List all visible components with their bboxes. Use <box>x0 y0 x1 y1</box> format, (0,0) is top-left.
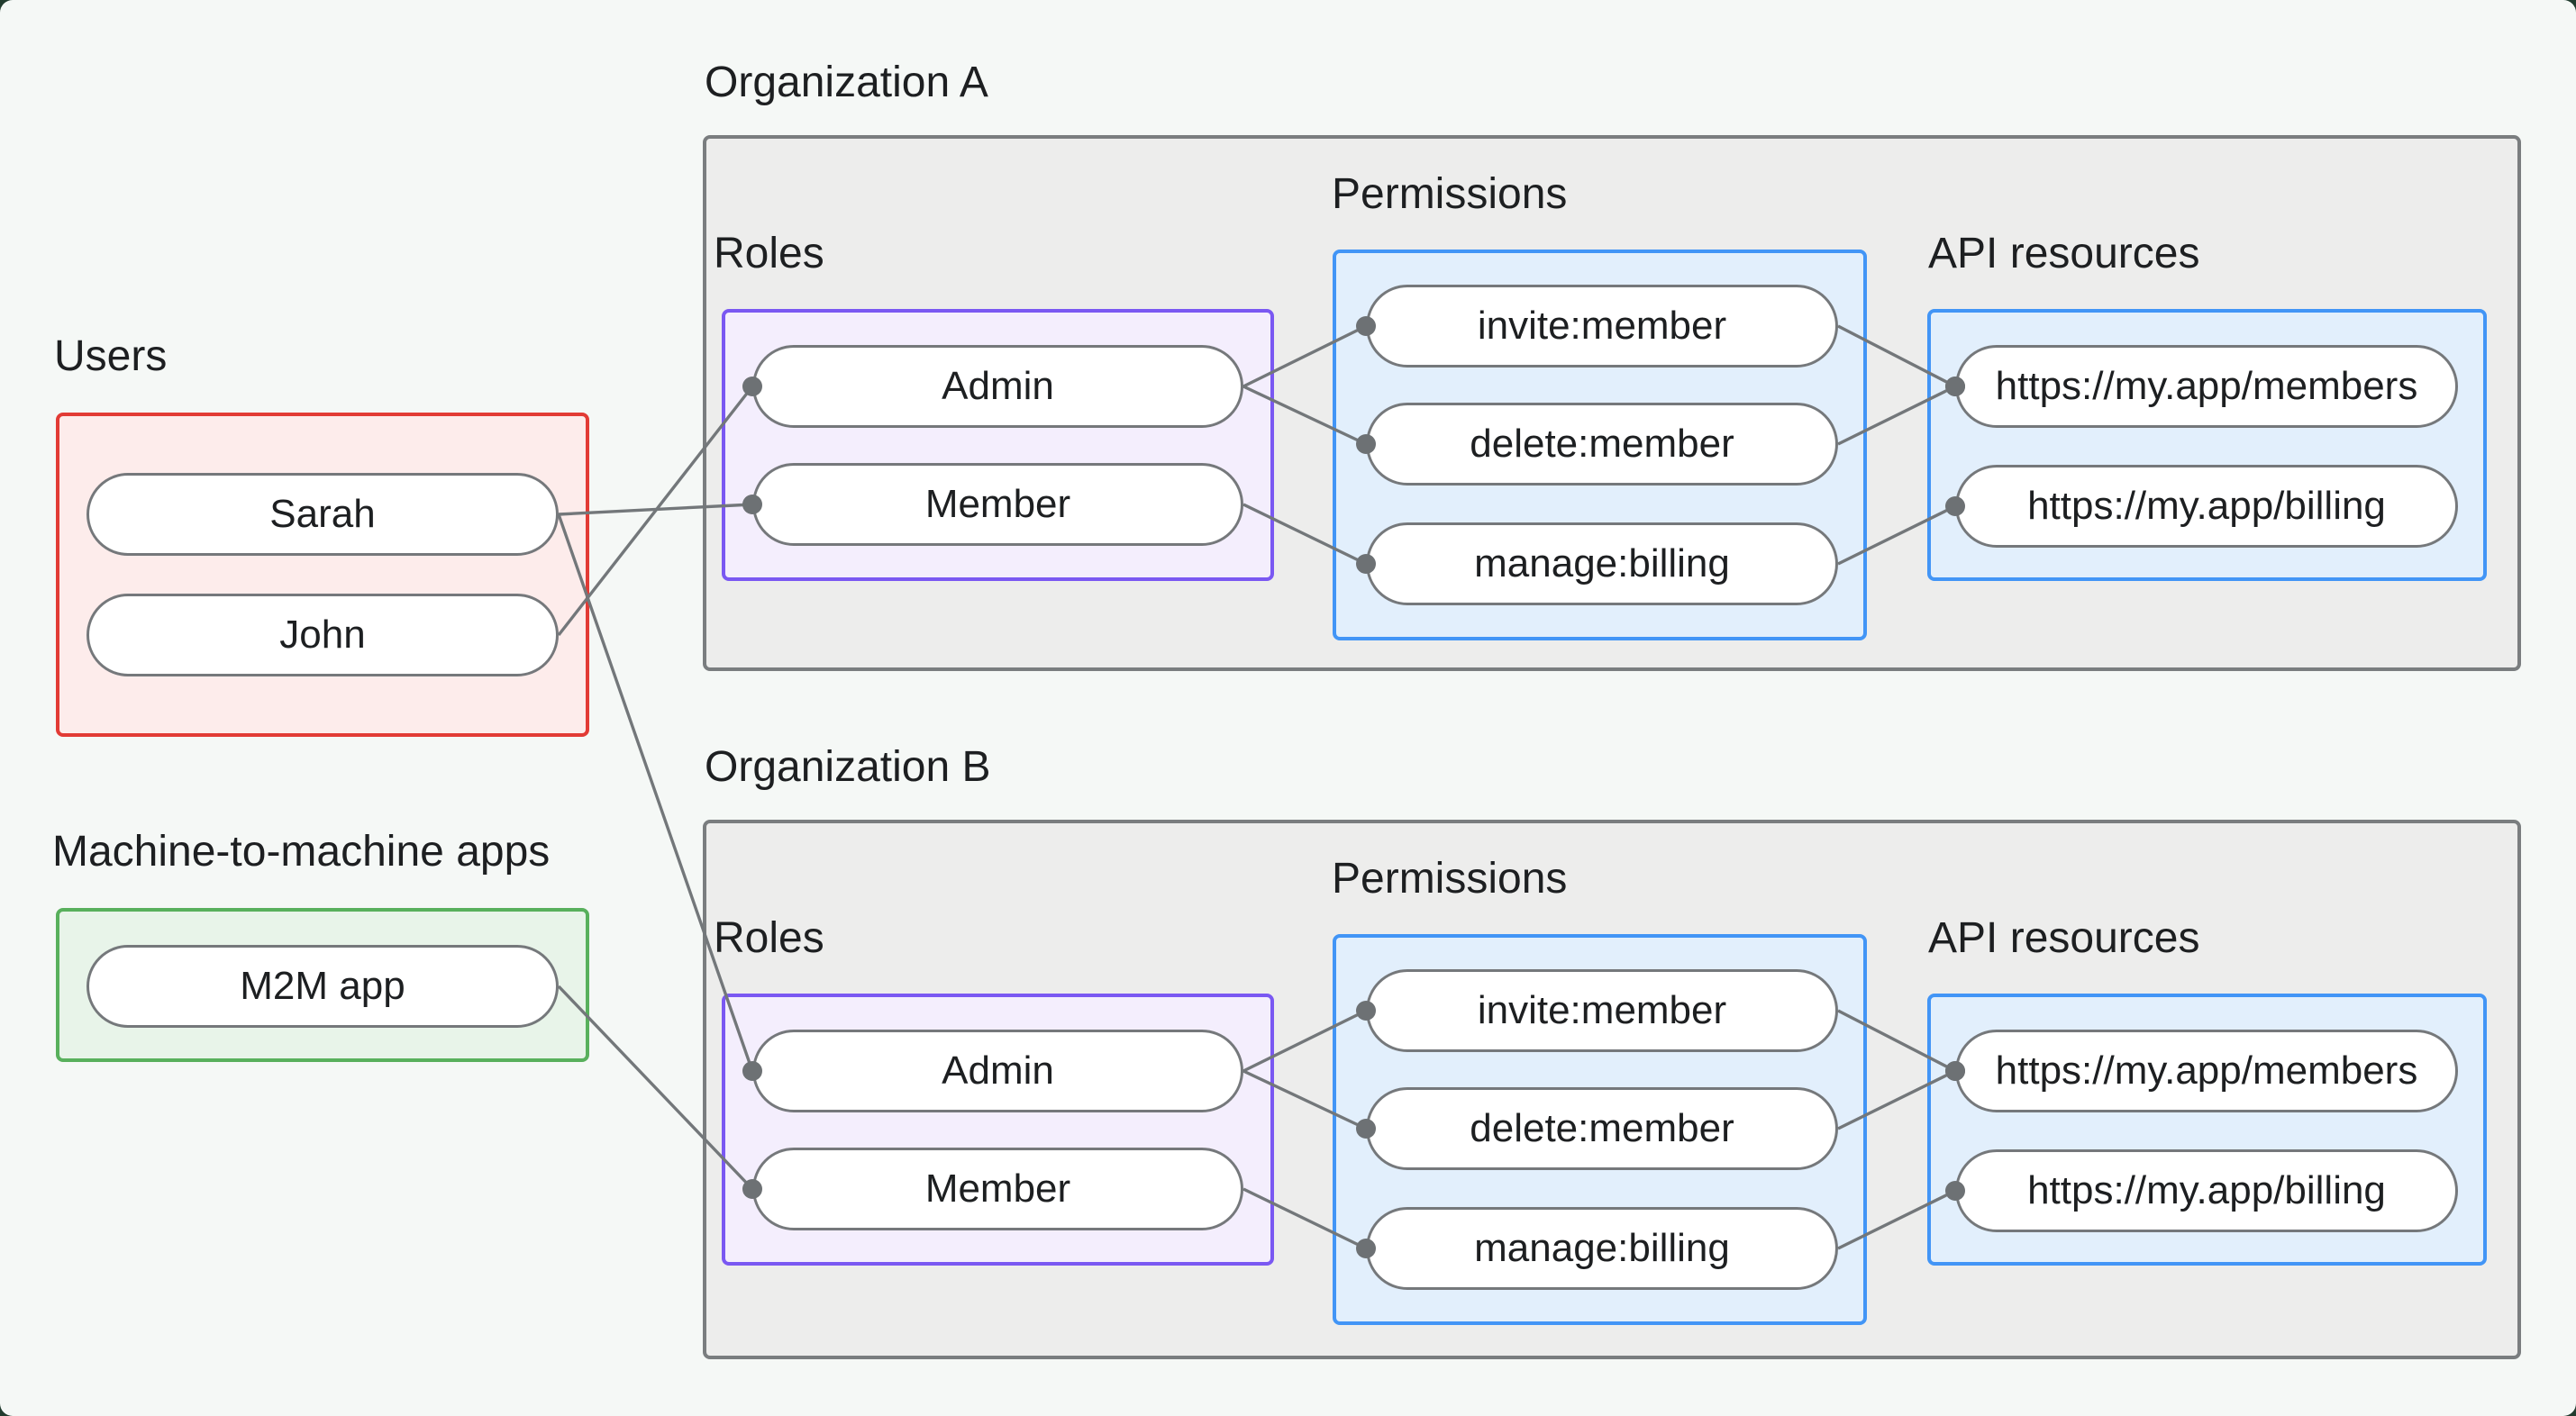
org-a-roles-label: Roles <box>714 230 824 277</box>
org-a-api-resources-label: API resources <box>1928 230 2200 277</box>
org-b-permissions-label: Permissions <box>1332 855 1568 903</box>
users-group-label: Users <box>54 332 168 380</box>
org-a-permission-invite-member: invite:member <box>1366 285 1838 368</box>
org-b-permission-invite-member: invite:member <box>1366 969 1838 1052</box>
org-a-permission-delete-member: delete:member <box>1366 403 1838 486</box>
org-a-role-member: Member <box>752 463 1243 546</box>
org-b-roles-label: Roles <box>714 914 824 962</box>
user-node-sarah: Sarah <box>86 473 559 556</box>
org-a-permission-manage-billing: manage:billing <box>1366 522 1838 605</box>
users-group-box <box>56 413 589 737</box>
org-a-label: Organization A <box>705 59 988 106</box>
org-b-api-resources-label: API resources <box>1928 914 2200 962</box>
org-b-api-members: https://my.app/members <box>1955 1030 2458 1112</box>
org-b-label: Organization B <box>705 743 991 791</box>
m2m-app-node: M2M app <box>86 945 559 1028</box>
org-b-role-admin: Admin <box>752 1030 1243 1112</box>
org-a-role-admin: Admin <box>752 345 1243 428</box>
user-node-john: John <box>86 594 559 676</box>
org-a-api-members: https://my.app/members <box>1955 345 2458 428</box>
org-b-api-billing: https://my.app/billing <box>1955 1149 2458 1232</box>
org-a-api-billing: https://my.app/billing <box>1955 465 2458 548</box>
org-b-role-member: Member <box>752 1148 1243 1230</box>
org-b-permission-manage-billing: manage:billing <box>1366 1207 1838 1290</box>
org-a-permissions-label: Permissions <box>1332 170 1568 218</box>
m2m-group-label: Machine-to-machine apps <box>52 828 551 876</box>
org-b-permission-delete-member: delete:member <box>1366 1087 1838 1170</box>
